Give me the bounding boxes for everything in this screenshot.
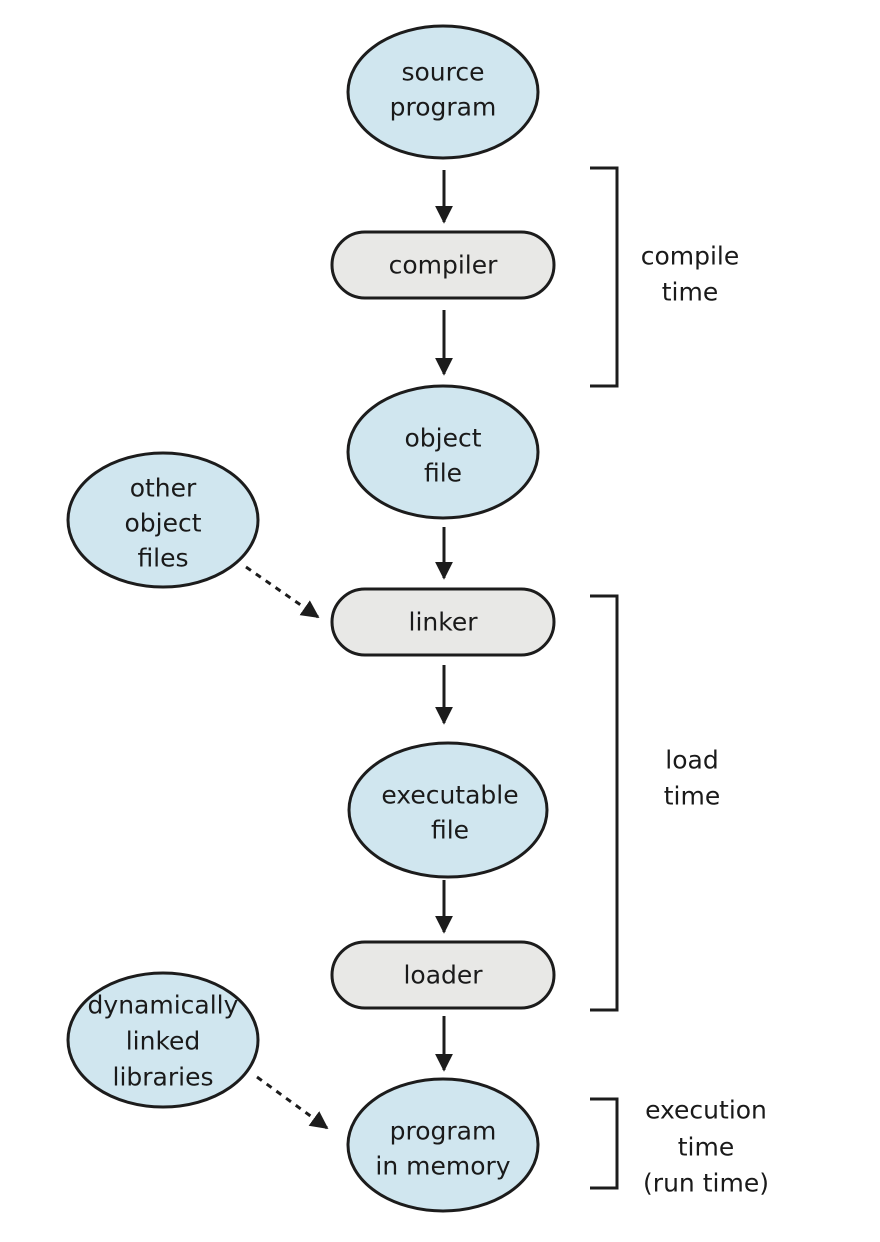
node-other-object-files-line-1: other [130, 474, 197, 503]
node-dynamically-linked-libraries-line-3: libraries [113, 1063, 214, 1092]
label-load-time-line-1: load [665, 746, 718, 775]
arrow-other-object-files-to-linker [245, 565, 320, 619]
node-program-in-memory: program in memory [346, 1077, 540, 1213]
label-load-time-line-2: time [664, 782, 720, 811]
node-linker: linker [330, 587, 556, 657]
bracket-execution-time [590, 1097, 619, 1190]
node-compiler-label: compiler [389, 251, 499, 280]
bracket-load-time [590, 594, 619, 1012]
node-object-file: object file [346, 384, 540, 520]
node-executable-file: executable file [347, 741, 549, 879]
node-executable-file-line-1: executable [381, 781, 518, 810]
node-other-object-files-line-3: files [137, 544, 188, 573]
node-program-in-memory-line-1: program [390, 1117, 497, 1146]
node-loader-label: loader [403, 961, 483, 990]
node-object-file-line-1: object [404, 424, 481, 453]
node-source-program: source program [346, 24, 540, 160]
arrow-libraries-to-program-in-memory [256, 1075, 329, 1130]
node-compiler: compiler [330, 230, 556, 300]
label-execution-time-line-1: execution [645, 1096, 767, 1125]
node-other-object-files: other object files [66, 451, 260, 589]
node-object-file-line-2: file [424, 459, 462, 488]
node-source-program-line-2: program [390, 93, 497, 122]
node-program-in-memory-line-2: in memory [375, 1152, 510, 1181]
node-executable-file-line-2: file [431, 816, 469, 845]
node-linker-label: linker [409, 608, 479, 637]
bracket-compile-time [590, 166, 619, 388]
node-source-program-line-1: source [401, 58, 484, 87]
label-execution-time-line-3: (run time) [643, 1169, 769, 1198]
node-dynamically-linked-libraries-line-2: linked [126, 1027, 201, 1056]
node-loader: loader [330, 940, 556, 1010]
node-other-object-files-line-2: object [124, 509, 201, 538]
label-execution-time-line-2: time [678, 1133, 734, 1162]
label-compile-time-line-2: time [662, 278, 718, 307]
node-dynamically-linked-libraries-line-1: dynamically [88, 991, 239, 1020]
node-dynamically-linked-libraries: dynamically linked libraries [66, 971, 260, 1109]
label-compile-time-line-1: compile [641, 242, 740, 271]
